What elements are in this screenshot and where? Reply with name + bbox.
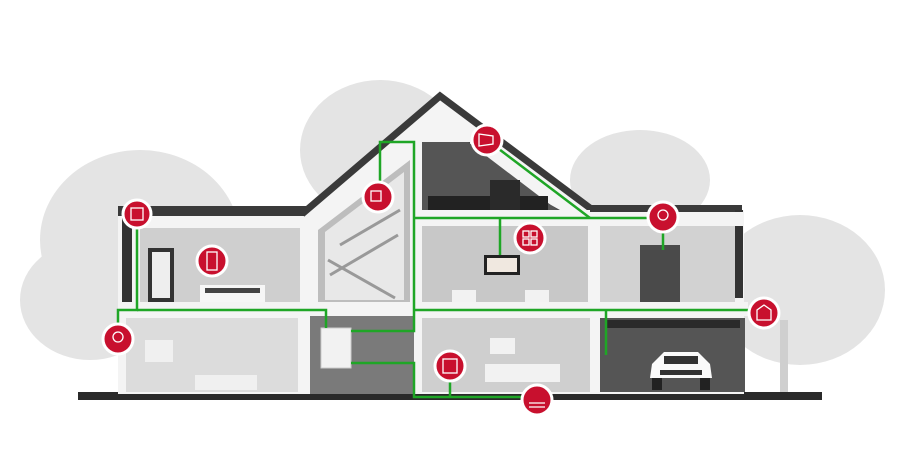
light-bulb-icon[interactable] — [101, 322, 135, 356]
floor-heating-icon[interactable] — [520, 383, 554, 417]
garage-door-icon[interactable] — [747, 296, 781, 330]
distribution-box — [320, 327, 352, 369]
remote-control-icon[interactable] — [195, 244, 229, 278]
window-lock-icon[interactable] — [361, 180, 395, 214]
control-panel-icon[interactable] — [513, 221, 547, 255]
light-bulb-icon[interactable] — [646, 200, 680, 234]
alarm-siren-icon[interactable] — [470, 123, 504, 157]
power-outlet-icon[interactable] — [433, 349, 467, 383]
blinds-icon[interactable] — [121, 198, 153, 230]
car — [650, 352, 712, 390]
wiring — [116, 139, 764, 399]
house — [118, 91, 748, 394]
icon-badges[interactable] — [101, 123, 781, 417]
